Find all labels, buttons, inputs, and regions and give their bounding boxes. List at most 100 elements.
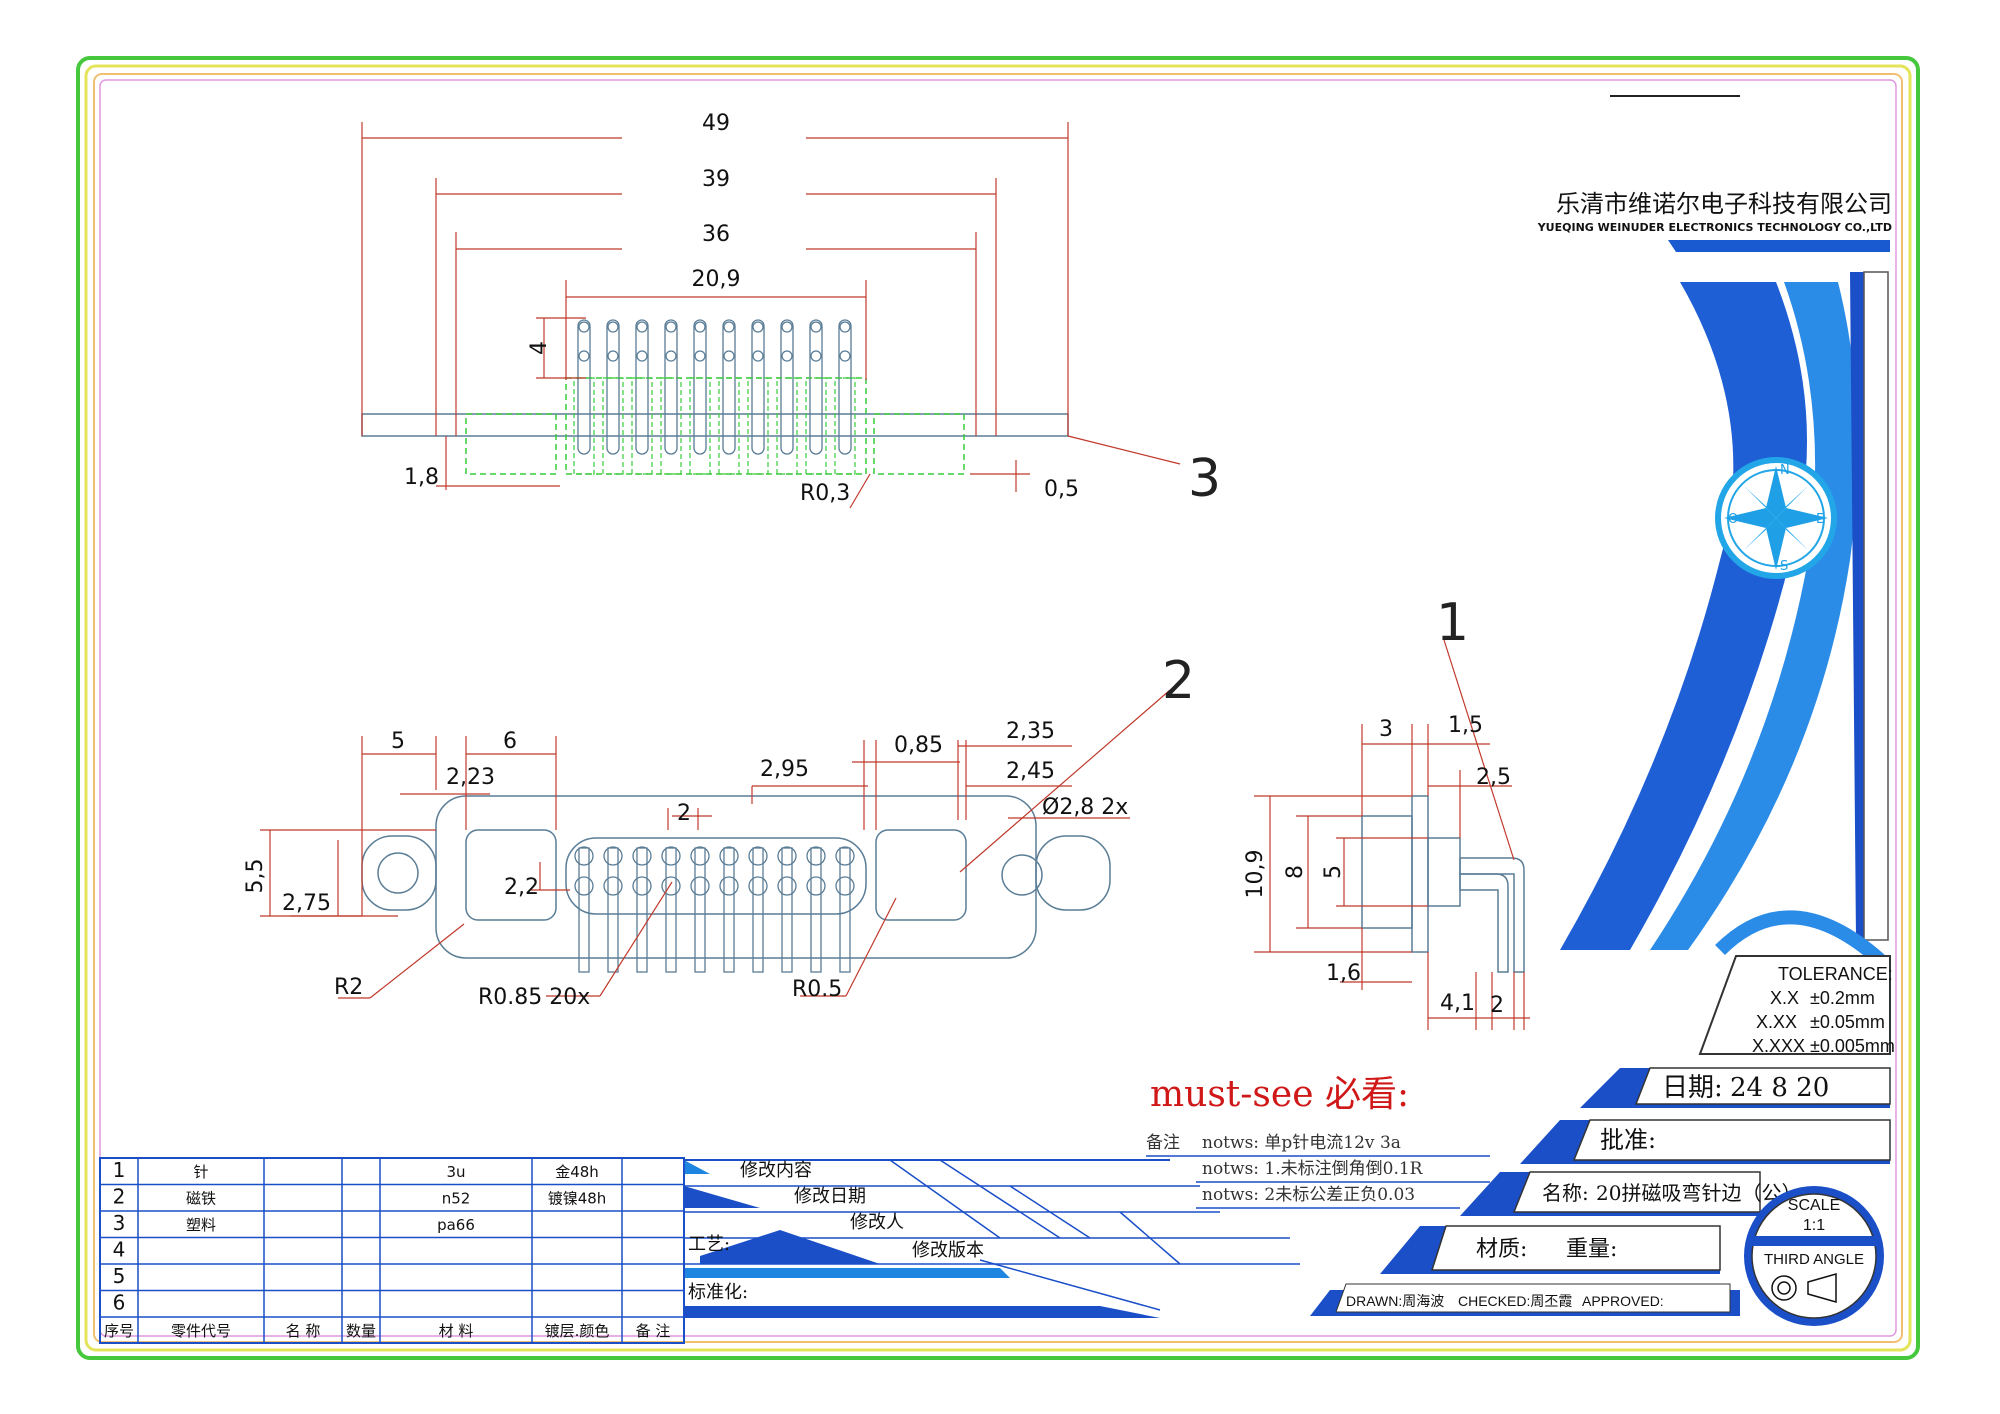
front-pin (806, 846, 826, 973)
callout-3: 3 (1188, 449, 1221, 509)
third-angle-icon (1771, 1273, 1837, 1303)
top-pin (776, 319, 798, 475)
dim-r0-3: R0,3 (800, 481, 850, 506)
top-pin (718, 319, 740, 475)
side-dim-2: 2 (1490, 993, 1504, 1018)
side-dim-3: 3 (1379, 717, 1393, 742)
dim-r0-85: R0.85 20x (478, 985, 590, 1010)
dim-5-5: 5,5 (243, 859, 268, 894)
top-pin (660, 319, 682, 475)
bom-cell-material: 3u (446, 1163, 465, 1181)
bom-header-cell: 材 料 (439, 1322, 474, 1340)
note-line-3: notws: 2未标公差正负0.03 (1202, 1185, 1415, 1205)
tolerance-fmt-3: X.XXX (1752, 1036, 1805, 1056)
projection-label: THIRD ANGLE (1764, 1251, 1864, 1268)
front-pin (748, 846, 768, 973)
bom-cell-no: 2 (113, 1185, 126, 1209)
bom-header-cell: 数量 (346, 1322, 376, 1340)
material-label: 材质: (1476, 1237, 1527, 1262)
compass-e: E (1816, 512, 1824, 527)
bom-cell-no: 3 (113, 1211, 126, 1235)
approve-label: 批准: (1600, 1126, 1656, 1154)
dim-2-95: 2,95 (760, 757, 809, 782)
bom-cell-no: 4 (113, 1238, 126, 1262)
front-pin (719, 846, 739, 973)
front-pin (632, 846, 652, 973)
bom-cell-no: 1 (113, 1158, 126, 1182)
side-dim-4-1: 4,1 (1440, 991, 1475, 1016)
front-pin (661, 846, 681, 973)
top-view: 49 39 36 20,9 4 1,8 0,5 R0,3 3 (361, 111, 1221, 509)
must-see-heading: must-see 必看: (1150, 1074, 1409, 1115)
dim-5: 5 (391, 729, 405, 754)
rev-date-label: 修改日期 (794, 1186, 866, 1207)
standardization-label: 标准化: (688, 1282, 748, 1303)
bom-cell-code: 针 (193, 1163, 208, 1181)
bom-header-cell: 镀层.颜色 (545, 1322, 610, 1340)
dim-diameter-2-8: Ø2,8 2x (1042, 795, 1128, 820)
front-view: 5 6 2,23 2,95 0,85 2,35 2,45 2 Ø2,8 2x 5… (243, 651, 1195, 1010)
dim-2: 2 (677, 801, 691, 826)
bom-header-cell: 备 注 (636, 1322, 671, 1340)
front-pin (690, 846, 710, 973)
top-pin (805, 319, 827, 475)
side-dim-10-9: 10,9 (1243, 850, 1268, 899)
approved-by: APPROVED: (1582, 1293, 1664, 1309)
title-block: 日期: 24 8 20 批准: 名称: 20拼磁吸弯针边（公） 材质: 重量: … (1310, 1067, 1891, 1326)
tolerance-title: TOLERANCE: (1778, 964, 1893, 984)
dim-r2: R2 (334, 975, 363, 1000)
top-pin-row (573, 319, 856, 475)
front-pin (777, 846, 797, 973)
name-label: 名称: (1542, 1181, 1589, 1205)
top-pin (834, 319, 856, 475)
dim-2-23: 2,23 (446, 765, 495, 790)
branding-panel: 乐清市维诺尔电子科技有限公司 YUEQING WEINUDER ELECTRON… (1537, 190, 1892, 966)
dim-39: 39 (702, 167, 730, 192)
bom-cell-code: 塑料 (186, 1216, 216, 1234)
compass-logo: N S O E (1715, 457, 1837, 579)
dim-1-8: 1,8 (404, 465, 439, 490)
scale-badge: SCALE 1:1 THIRD ANGLE (1744, 1186, 1884, 1326)
tolerance-box: TOLERANCE: X.X ±0.2mm X.XX ±0.05mm X.XXX… (1698, 955, 1895, 1056)
dim-2-35: 2,35 (1006, 719, 1055, 744)
weight-label: 重量: (1566, 1237, 1617, 1262)
side-view: 3 1,5 2,5 10,9 8 5 1,6 4,1 2 1 (1243, 593, 1530, 1030)
sheet-border (76, 56, 1920, 1360)
dim-20-9: 20,9 (692, 267, 741, 292)
dim-4: 4 (527, 341, 552, 355)
bom-cell-plating: 镀镍48h (548, 1190, 607, 1208)
dim-6: 6 (503, 729, 517, 754)
rev-content-label: 修改内容 (740, 1160, 812, 1181)
company-name-en: YUEQING WEINUDER ELECTRONICS TECHNOLOGY … (1537, 221, 1892, 234)
side-dim-2-5: 2,5 (1476, 765, 1511, 790)
side-dim-1-6: 1,6 (1326, 961, 1361, 986)
note-line-1: notws: 单p针电流12v 3a (1202, 1133, 1401, 1153)
dim-2-45: 2,45 (1006, 759, 1055, 784)
tolerance-fmt-1: X.X (1770, 988, 1799, 1008)
front-pin (603, 846, 623, 973)
top-pin (689, 319, 711, 475)
dim-49: 49 (702, 111, 730, 136)
revision-block: 修改内容 修改日期 修改人 修改版本 工艺: 标准化: (684, 1159, 1300, 1318)
notes-block: 备注 notws: 单p针电流12v 3a notws: 1.未标注倒角倒0.1… (1146, 1133, 1490, 1209)
drawn-by: DRAWN:周海波 (1346, 1293, 1444, 1309)
date-label: 日期: (1662, 1073, 1723, 1103)
dim-r0-5: R0.5 (792, 977, 842, 1002)
top-pin (573, 319, 595, 475)
bom-header-cell: 名 称 (286, 1322, 321, 1340)
dim-2-2: 2,2 (504, 875, 539, 900)
dim-2-75: 2,75 (282, 891, 331, 916)
part-name: 20拼磁吸弯针边（公） (1596, 1181, 1801, 1205)
bom-cell-no: 5 (113, 1264, 126, 1288)
compass-s: S (1780, 559, 1788, 574)
dim-0-85: 0,85 (894, 733, 943, 758)
note-line-2: notws: 1.未标注倒角倒0.1R (1202, 1159, 1424, 1179)
top-pin (631, 319, 653, 475)
bom-cell-material: pa66 (437, 1216, 475, 1234)
bom-cell-code: 磁铁 (186, 1190, 216, 1208)
rev-version-label: 修改版本 (912, 1240, 984, 1261)
date-value: 24 8 20 (1730, 1073, 1829, 1103)
side-dim-5: 5 (1321, 865, 1346, 879)
process-label: 工艺: (688, 1234, 730, 1255)
